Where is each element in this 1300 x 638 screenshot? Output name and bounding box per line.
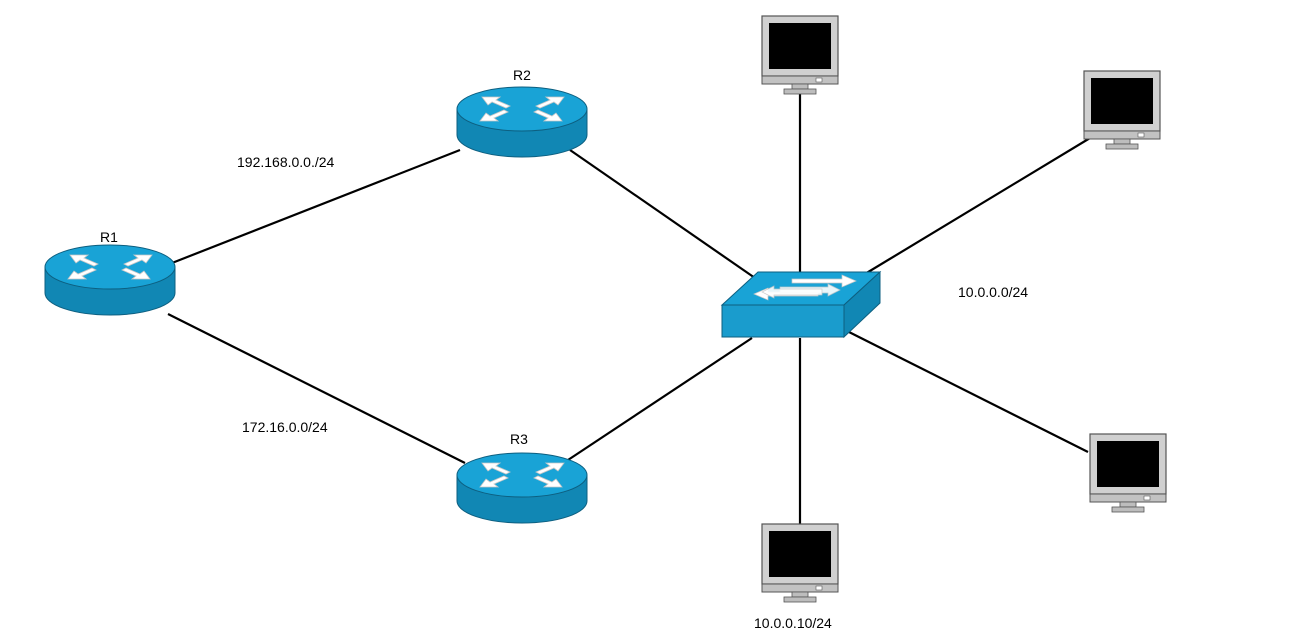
router-r1-label: R1 bbox=[100, 229, 118, 245]
router-icon bbox=[456, 86, 588, 158]
pc-icon bbox=[761, 15, 839, 95]
links bbox=[167, 92, 1101, 525]
pc-icon bbox=[1083, 70, 1161, 150]
switch-icon bbox=[720, 270, 882, 339]
router-r3[interactable] bbox=[456, 452, 588, 524]
router-r2-label: R2 bbox=[513, 67, 531, 83]
link-switch-pc-bottom-right bbox=[844, 329, 1089, 453]
router-icon bbox=[44, 244, 176, 316]
link-r2-switch bbox=[569, 149, 756, 279]
link-r1-r3 bbox=[167, 313, 466, 464]
router-r3-label: R3 bbox=[510, 431, 528, 447]
host-label-bottom: 10.0.0.10/24 bbox=[754, 615, 832, 631]
network-label-lan: 10.0.0.0/24 bbox=[958, 284, 1028, 300]
pc-bottom[interactable] bbox=[761, 523, 839, 603]
pc-top[interactable] bbox=[761, 15, 839, 95]
router-r1[interactable] bbox=[44, 244, 176, 316]
pc-icon bbox=[761, 523, 839, 603]
link-r1-r2 bbox=[171, 148, 461, 265]
network-label-r1-r2: 192.168.0.0./24 bbox=[237, 154, 335, 170]
router-icon bbox=[456, 452, 588, 524]
link-r3-switch bbox=[567, 337, 753, 461]
router-r2[interactable] bbox=[456, 86, 588, 158]
network-label-r1-r3: 172.16.0.0/24 bbox=[242, 419, 328, 435]
link-switch-pc-top-right bbox=[849, 131, 1101, 284]
switch[interactable] bbox=[720, 270, 882, 339]
pc-bottom-right[interactable] bbox=[1089, 433, 1167, 513]
pc-icon bbox=[1089, 433, 1167, 513]
pc-top-right[interactable] bbox=[1083, 70, 1161, 150]
